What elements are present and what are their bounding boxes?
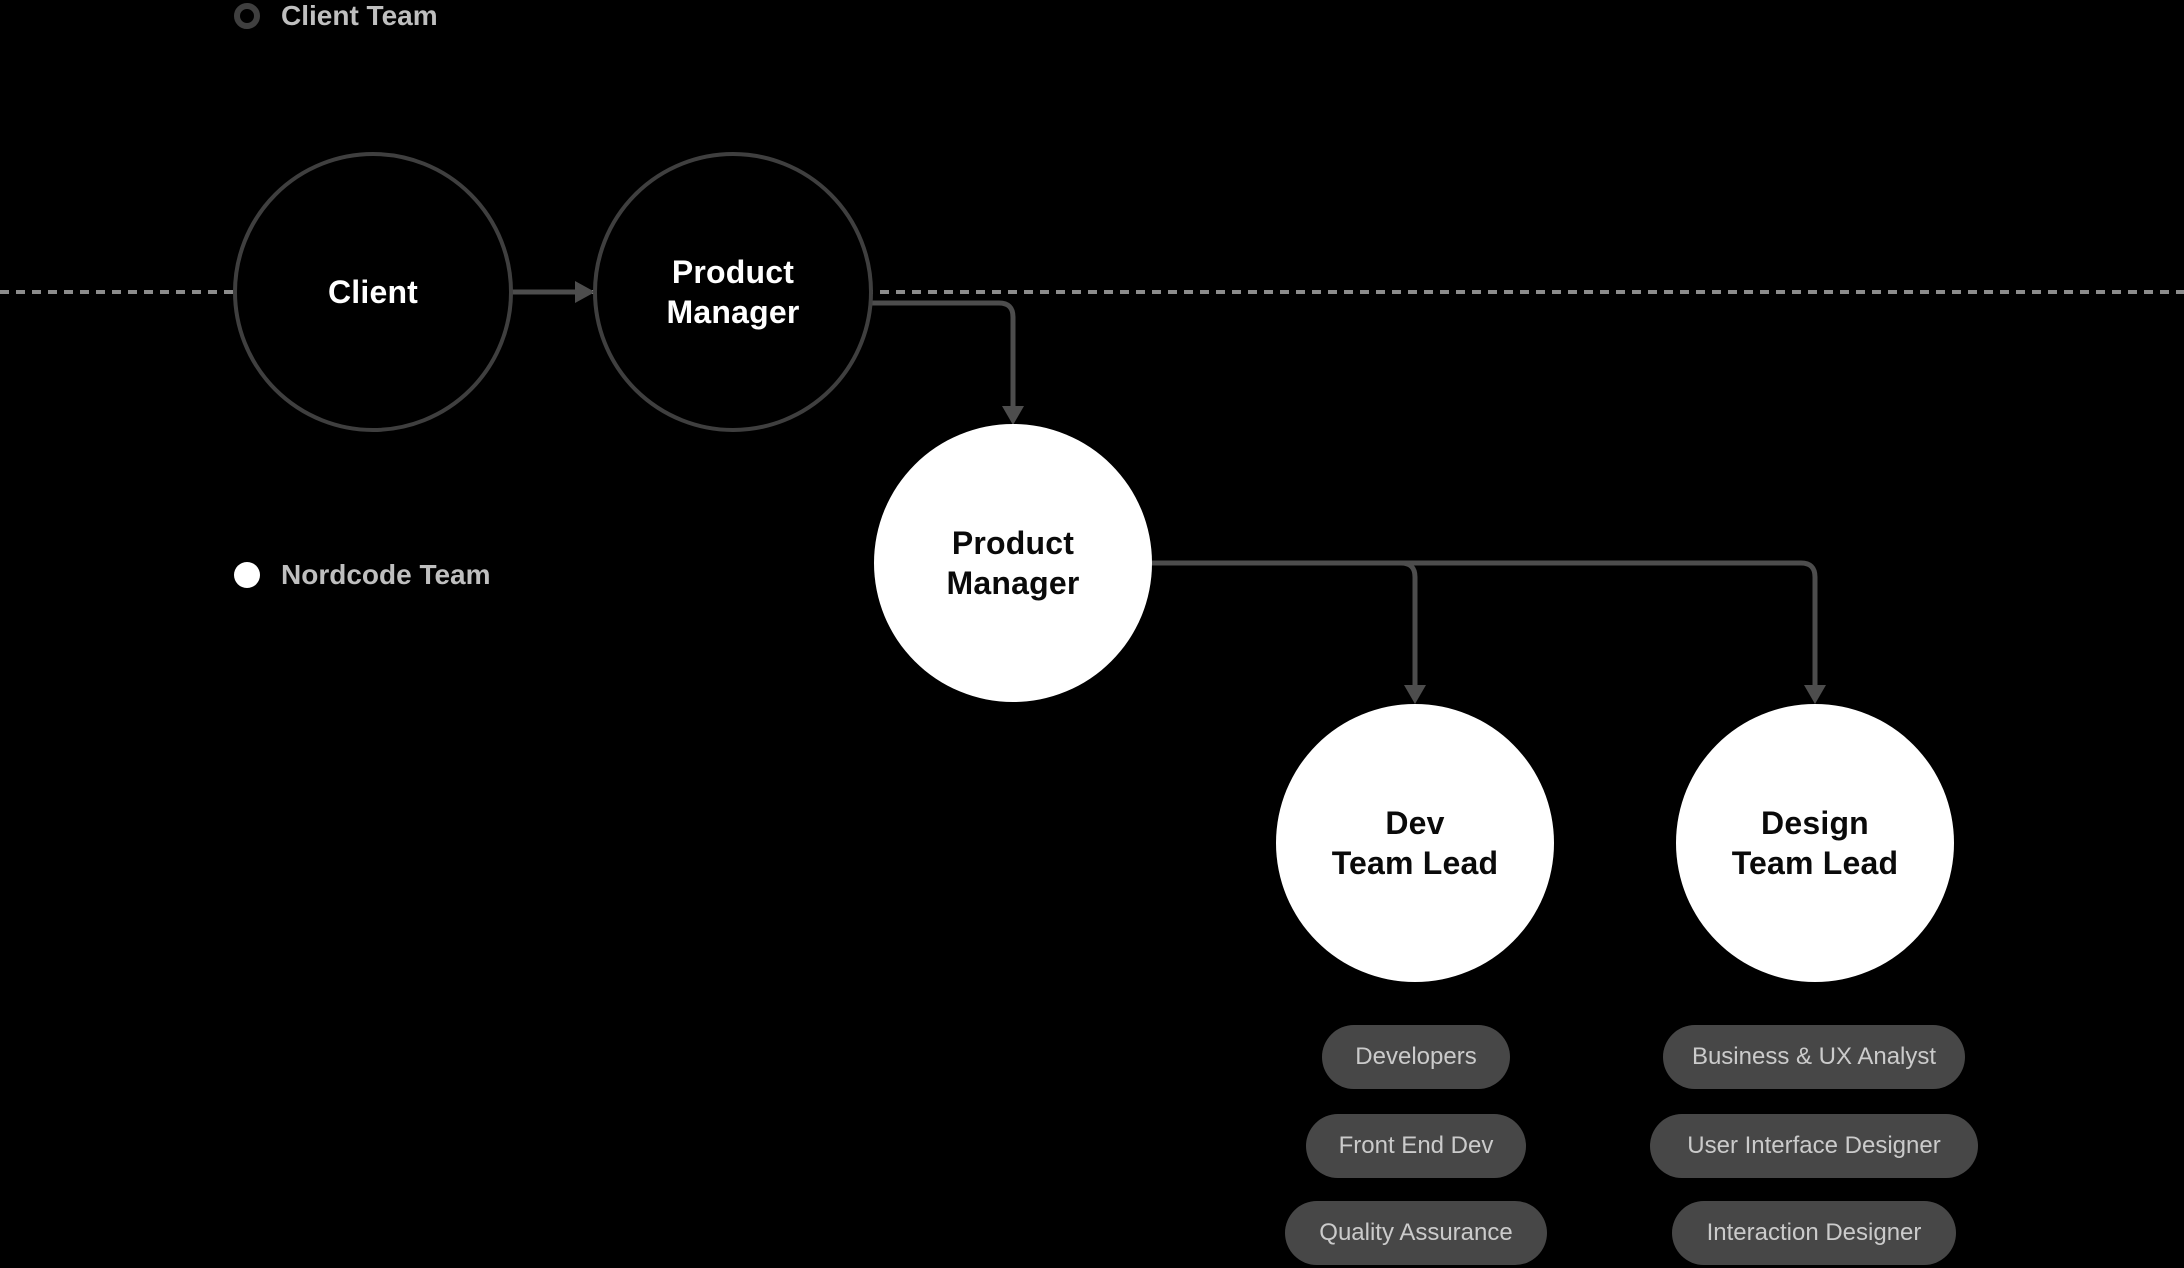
node-product-manager-nordcode: Product Manager: [874, 424, 1152, 702]
pill-quality-assurance: Quality Assurance: [1285, 1201, 1547, 1265]
pm-to-dev-lead-connector: [1400, 560, 1418, 685]
legend-nordcode-team-label: Nordcode Team: [281, 559, 491, 590]
node-dev-team-lead: Dev Team Lead: [1276, 704, 1554, 982]
node-product-manager-client: Product Manager: [593, 152, 873, 432]
nordcode-team-dot-icon: [234, 562, 260, 588]
pm-to-pm-arrowhead-icon: [1002, 406, 1024, 425]
pill-front-end-dev-label: Front End Dev: [1338, 1132, 1494, 1159]
pill-business-ux-analyst: Business & UX Analyst: [1663, 1025, 1965, 1089]
pill-developers: Developers: [1322, 1025, 1510, 1089]
pm-to-pm-connector: [868, 300, 1016, 406]
node-client-label: Client: [327, 274, 419, 310]
legend-client-team: Client Team: [234, 1, 438, 31]
pill-interaction-designer: Interaction Designer: [1672, 1201, 1956, 1265]
node-product-manager-client-label: Product Manager: [666, 254, 800, 330]
node-design-team-lead: Design Team Lead: [1676, 704, 1954, 982]
node-dev-team-lead-label: Dev Team Lead: [1331, 805, 1499, 881]
client-team-ring-icon: [234, 3, 260, 29]
node-product-manager-nordcode-label: Product Manager: [946, 525, 1080, 601]
pill-business-ux-analyst-label: Business & UX Analyst: [1691, 1043, 1937, 1070]
legend-nordcode-team: Nordcode Team: [234, 560, 491, 590]
node-design-team-lead-label: Design Team Lead: [1731, 805, 1899, 881]
node-client: Client: [233, 152, 513, 432]
client-to-pm-arrowhead-icon: [575, 281, 595, 303]
pm-to-design-lead-connector: [1150, 560, 1818, 685]
pill-developers-label: Developers: [1355, 1043, 1477, 1070]
pill-quality-assurance-label: Quality Assurance: [1319, 1219, 1513, 1246]
pill-user-interface-designer: User Interface Designer: [1650, 1114, 1978, 1178]
pill-user-interface-designer-label: User Interface Designer: [1687, 1132, 1941, 1159]
pm-to-design-lead-arrowhead-icon: [1804, 685, 1826, 704]
legend-client-team-label: Client Team: [281, 0, 438, 31]
pill-interaction-designer-label: Interaction Designer: [1706, 1219, 1922, 1246]
pm-to-dev-lead-arrowhead-icon: [1404, 685, 1426, 704]
pill-front-end-dev: Front End Dev: [1306, 1114, 1526, 1178]
